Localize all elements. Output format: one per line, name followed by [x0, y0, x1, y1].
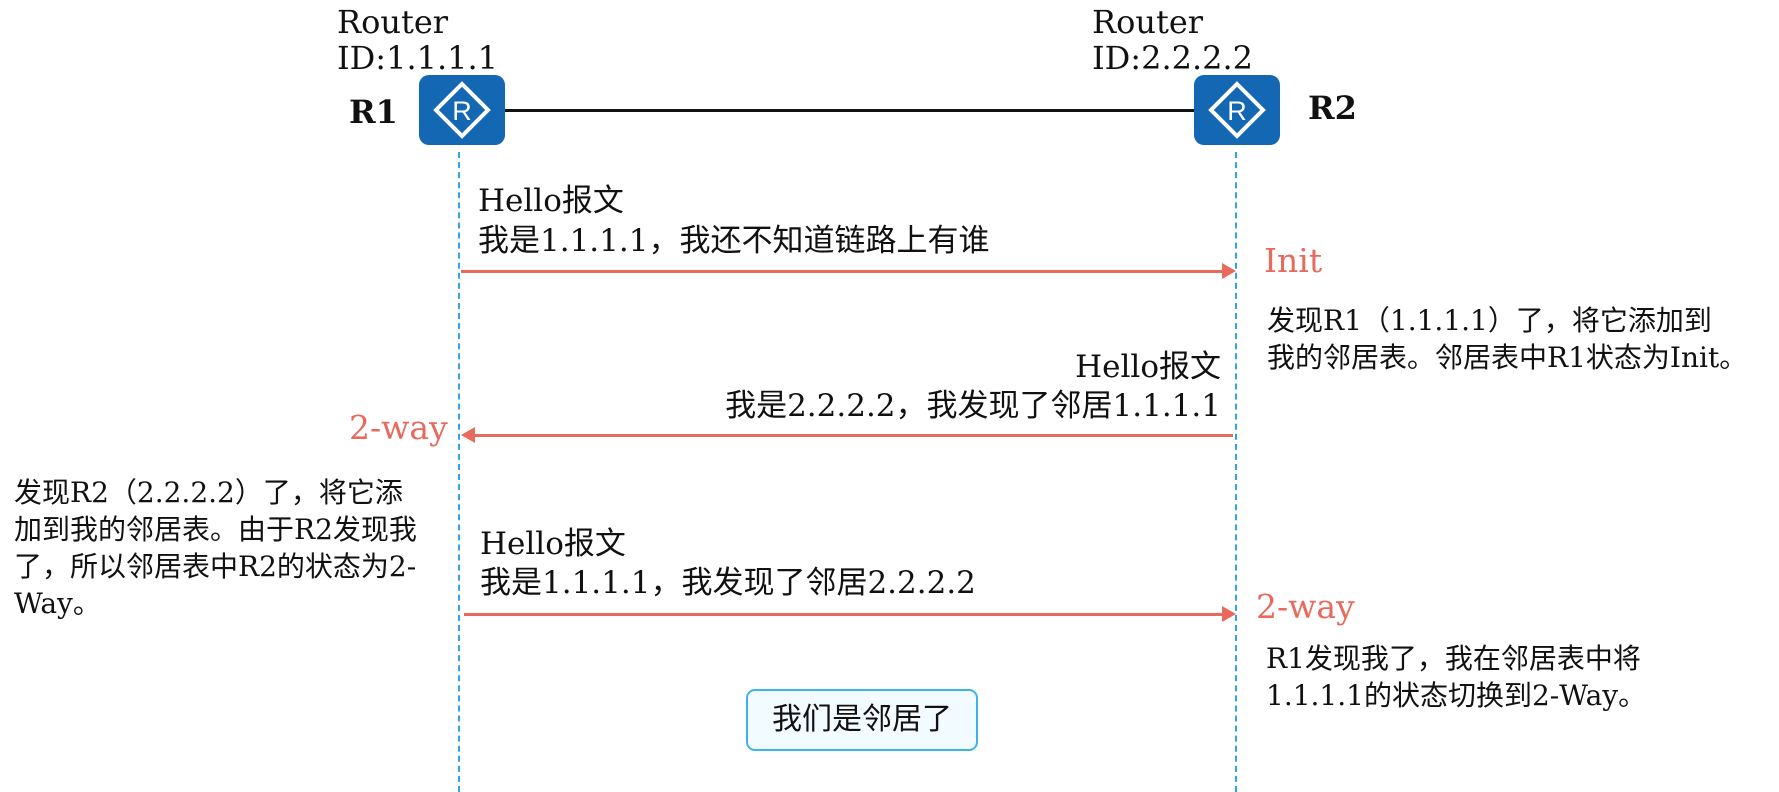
router-link	[500, 109, 1196, 112]
r1-router-id-label: Router ID:1.1.1.1	[337, 4, 498, 76]
arrow-right-icon	[1222, 606, 1236, 622]
r1-two-way-note-line-3: 了，所以邻居表中R2的状态为2-	[14, 550, 417, 583]
message-3-text: 我是1.1.1.1，我发现了邻居2.2.2.2	[480, 565, 976, 601]
message-1-text: 我是1.1.1.1，我还不知道链路上有谁	[478, 223, 990, 259]
neighbor-result-badge: 我们是邻居了	[746, 689, 978, 751]
r2-lifeline	[1235, 152, 1237, 792]
r1-two-way-note-line-2: 加到我的邻居表。由于R2发现我	[14, 513, 417, 546]
message-2-text: 我是2.2.2.2，我发现了邻居1.1.1.1	[725, 388, 1221, 424]
arrow-right-icon	[1222, 263, 1236, 279]
r1-name-label: R1	[349, 93, 398, 131]
r1-two-way-note: 发现R2（2.2.2.2）了，将它添 加到我的邻居表。由于R2发现我 了，所以邻…	[14, 474, 417, 622]
r2-router-id-line2: ID:2.2.2.2	[1092, 39, 1254, 77]
r1-router-id-line1: Router	[337, 3, 449, 41]
r2-init-note: 发现R1（1.1.1.1）了，将它添加到 我的邻居表。邻居表中R1状态为Init…	[1267, 302, 1747, 376]
r1-router-id-line2: ID:1.1.1.1	[337, 39, 499, 77]
message-2-title: Hello报文	[1075, 349, 1221, 385]
message-3-arrow	[464, 613, 1223, 616]
r1-state-two-way: 2-way	[349, 408, 448, 447]
r1-router-icon-letter: R	[452, 96, 472, 126]
r2-two-way-note-line-1: R1发现我了，我在邻居表中将	[1266, 642, 1641, 675]
r2-state-two-way: 2-way	[1256, 587, 1355, 626]
r2-router-id-label: Router ID:2.2.2.2	[1092, 4, 1253, 76]
r2-init-note-line-1: 发现R1（1.1.1.1）了，将它添加到	[1267, 304, 1712, 337]
r1-two-way-note-line-1: 发现R2（2.2.2.2）了，将它添	[14, 476, 403, 509]
r1-two-way-note-line-4: Way。	[14, 587, 101, 620]
r2-name-label: R2	[1308, 89, 1357, 127]
message-1-title: Hello报文	[478, 183, 624, 219]
r2-router-icon[interactable]: R	[1194, 75, 1280, 145]
r1-router-icon[interactable]: R	[419, 75, 505, 145]
message-2-arrow	[474, 434, 1233, 437]
r2-init-note-line-2: 我的邻居表。邻居表中R1状态为Init。	[1267, 341, 1748, 374]
r2-two-way-note-line-2: 1.1.1.1的状态切换到2-Way。	[1266, 679, 1647, 712]
r1-lifeline	[458, 152, 460, 792]
r2-state-init: Init	[1264, 241, 1323, 280]
message-3-title: Hello报文	[480, 526, 626, 562]
r2-two-way-note: R1发现我了，我在邻居表中将 1.1.1.1的状态切换到2-Way。	[1266, 640, 1646, 714]
r2-router-id-line1: Router	[1092, 3, 1204, 41]
message-1-arrow	[461, 270, 1223, 273]
arrow-left-icon	[461, 427, 475, 443]
r2-router-icon-letter: R	[1227, 96, 1247, 126]
